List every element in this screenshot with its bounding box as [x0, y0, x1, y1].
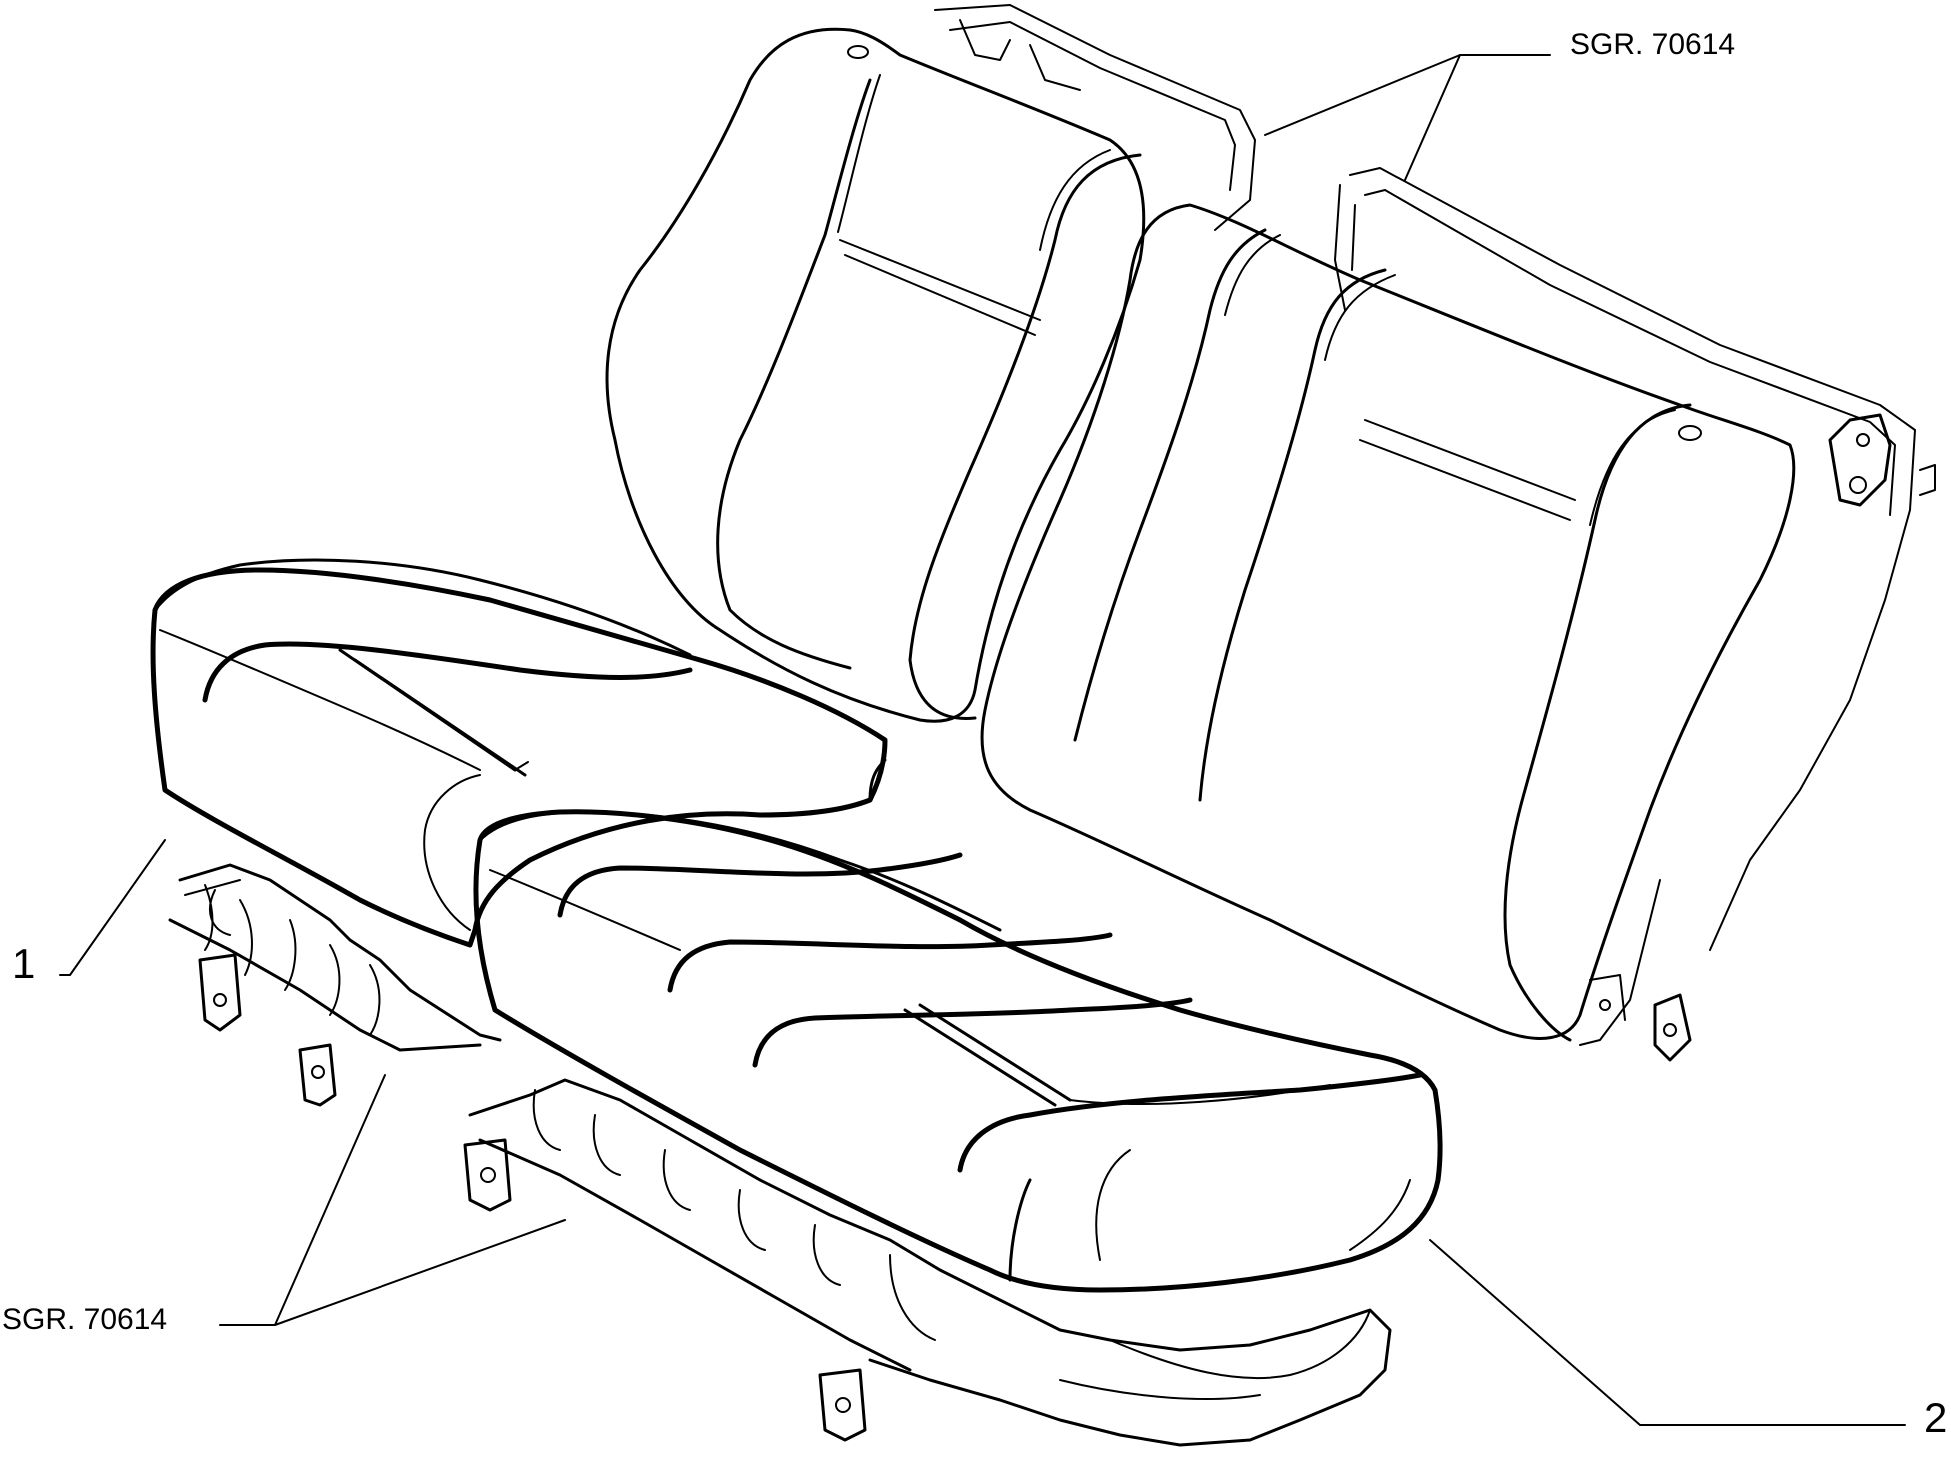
part-label-1: 1 — [12, 940, 36, 987]
leader-part-1 — [59, 839, 166, 976]
leader-top-backrest-left — [1264, 54, 1551, 136]
leader-left-frame-2 — [274, 1219, 566, 1326]
right-seat-cushion — [463, 809, 1443, 1447]
left-backrest — [605, 4, 1256, 723]
leader-part-2 — [1429, 1239, 1906, 1426]
left-seat-cushion — [150, 558, 888, 1107]
leader-lines — [59, 54, 1906, 1426]
leader-left-frame-1 — [219, 1074, 386, 1326]
right-backrest — [980, 167, 1936, 1062]
leader-top-backrest-right — [1404, 54, 1461, 181]
ref-label-left: SGR. 70614 — [2, 1303, 168, 1336]
part-label-2: 2 — [1924, 1394, 1948, 1441]
ref-label-top: SGR. 70614 — [1570, 28, 1736, 61]
